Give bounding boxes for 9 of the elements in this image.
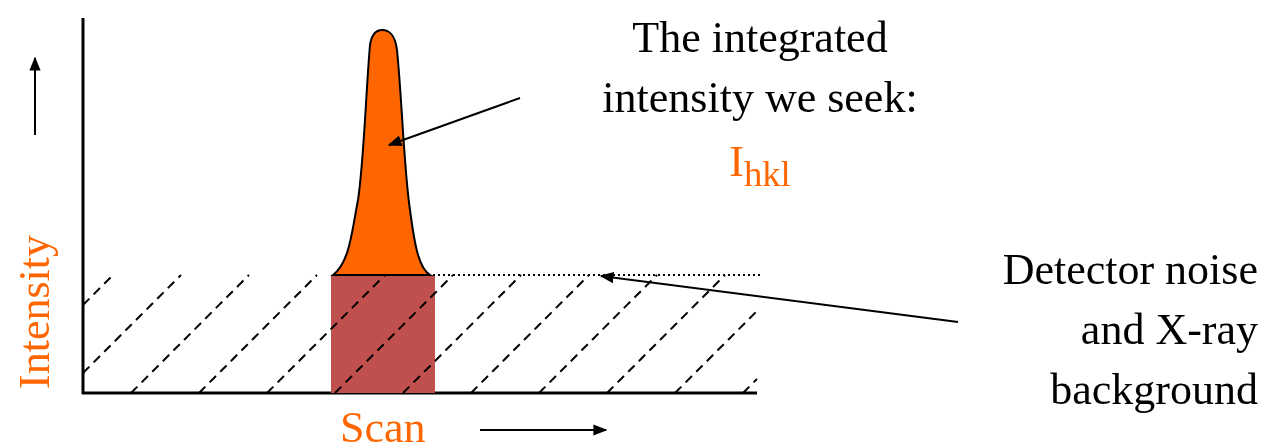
leader-line (387, 97, 521, 146)
annotation-text: The integrated intensity we seek: (601, 12, 919, 124)
annotation-text: Detector noise and X-ray background (1001, 244, 1258, 416)
axis-label: Intensity (9, 234, 60, 391)
peak-area (332, 29, 431, 276)
hatched-background (82, 274, 761, 394)
leader-line (599, 272, 959, 323)
symbol-label: I$_{hkl}$ (728, 136, 792, 196)
axis-label: Scan (340, 402, 426, 443)
